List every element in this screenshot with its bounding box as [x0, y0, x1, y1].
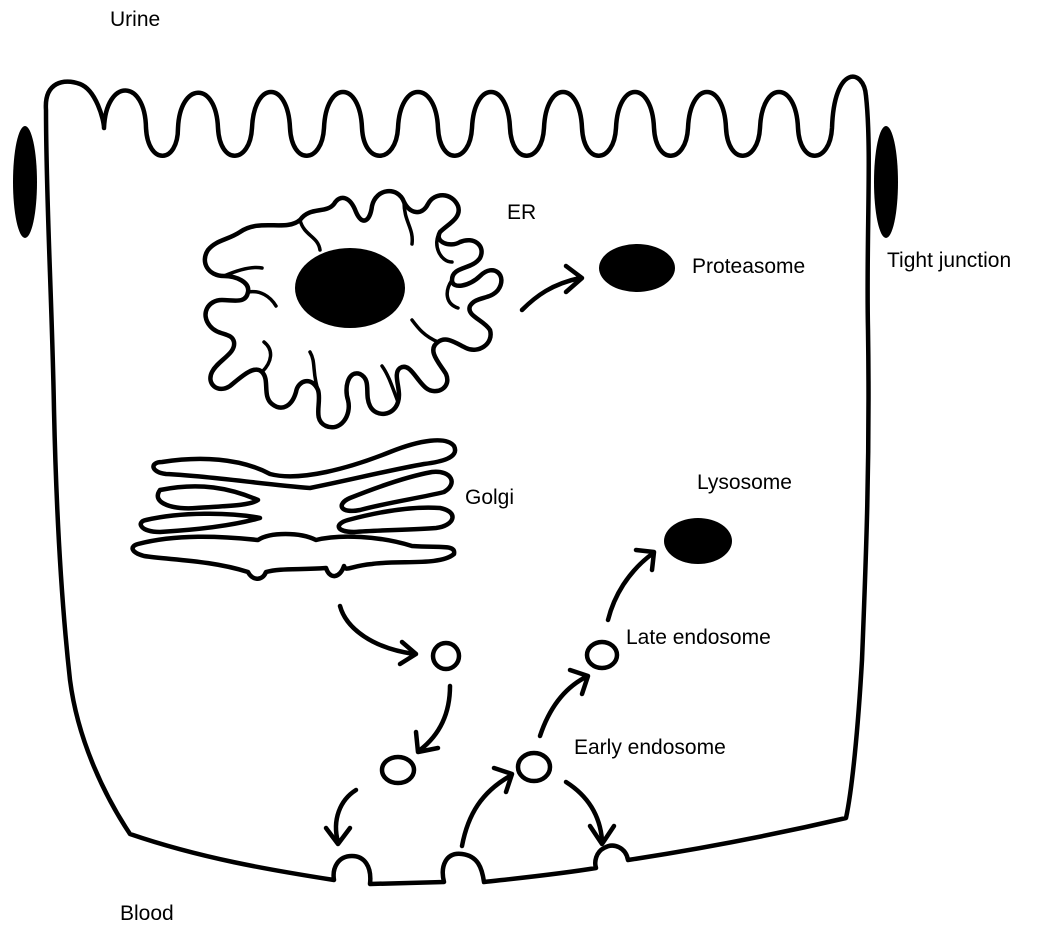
arrow-golgi-to-vesicle [340, 606, 414, 654]
early-endosome [518, 753, 550, 781]
label-blood: Blood [120, 903, 174, 924]
tight-junction-right [874, 126, 898, 238]
label-proteasome: Proteasome [692, 256, 805, 277]
tight-junction-left [13, 126, 37, 238]
late-endosome [587, 642, 617, 668]
nucleus [295, 248, 405, 328]
golgi-apparatus [133, 440, 455, 578]
arrow-er-to-proteasome [522, 278, 580, 310]
arrow-basal-to-early-endosome [462, 776, 510, 846]
label-late-endosome: Late endosome [626, 627, 771, 648]
proteasome [599, 244, 675, 292]
arrow-early-to-basal [566, 782, 602, 840]
label-lysosome: Lysosome [697, 472, 792, 493]
label-early-endosome: Early endosome [574, 737, 726, 758]
arrow-late-to-lysosome [608, 554, 652, 620]
arrow-vesicle-down [420, 686, 450, 750]
secretory-vesicle-2 [382, 757, 414, 783]
label-er: ER [507, 202, 536, 223]
secretory-vesicle-1 [433, 643, 459, 669]
lysosome [664, 518, 732, 564]
label-tight-junction: Tight junction [887, 250, 1011, 271]
arrow-early-to-late-endosome [540, 678, 584, 736]
label-golgi: Golgi [465, 487, 514, 508]
label-urine: Urine [110, 9, 160, 30]
